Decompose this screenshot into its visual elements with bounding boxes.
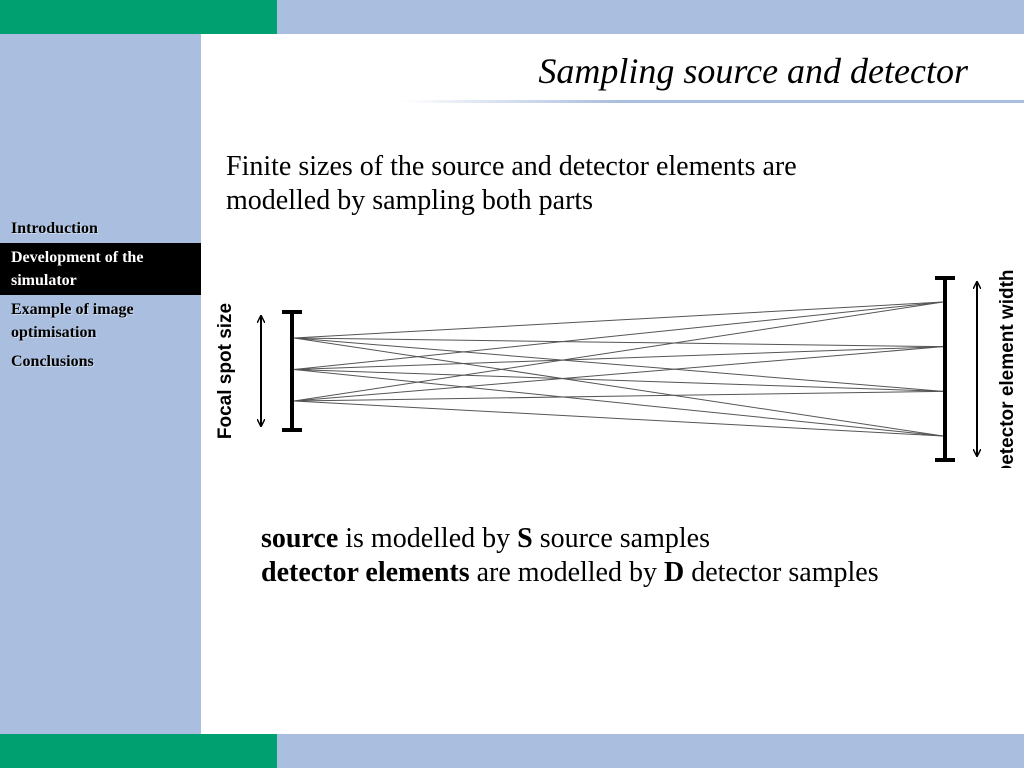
slide-title: Sampling source and detector — [538, 51, 968, 91]
ray-line — [293, 400, 944, 437]
sampling-diagram: Focal spot size Detector element width — [215, 269, 1018, 468]
caption-source: source is modelled by S source samples — [261, 522, 1021, 556]
bottom-band — [0, 734, 1024, 768]
detector-width-label: Detector element width — [997, 269, 1018, 468]
intro-line-2: modelled by sampling both parts — [226, 185, 594, 216]
nav-item-introduction[interactable]: Introduction — [11, 220, 98, 237]
captions: source is modelled by S source samples d… — [261, 522, 1021, 590]
caption-detector-text-b: detector samples — [684, 557, 879, 588]
sidebar: Introduction Development of the simulato… — [0, 34, 201, 734]
bottom-band-green — [0, 734, 277, 768]
caption-source-text-b: source samples — [532, 523, 710, 554]
ray-line — [293, 369, 944, 392]
ray-line — [293, 301, 944, 339]
ray-line — [293, 346, 944, 370]
ray-line — [293, 390, 944, 402]
nav-item-development[interactable]: Development of the simulator — [0, 243, 201, 295]
ray-line — [293, 337, 944, 348]
ray-line — [293, 346, 944, 402]
intro-line-1: Finite sizes of the source and detector … — [226, 151, 797, 182]
caption-source-var: S — [517, 523, 533, 554]
source-bar — [282, 310, 302, 432]
caption-detector: detector elements are modelled by D dete… — [261, 556, 1021, 590]
ray-line — [293, 301, 944, 370]
top-band — [0, 0, 1024, 34]
caption-detector-term: detector elements — [261, 557, 470, 588]
nav-item-conclusions[interactable]: Conclusions — [11, 353, 94, 370]
title-rule — [400, 100, 1024, 103]
caption-source-text-a: is modelled by — [338, 523, 518, 554]
ray-line — [293, 369, 944, 437]
ray-line — [293, 337, 944, 392]
focal-spot-label: Focal spot size — [215, 303, 236, 439]
detector-bar — [935, 276, 955, 462]
ray-lines — [293, 301, 944, 437]
nav-list: Introduction Development of the simulato… — [0, 214, 201, 376]
bottom-band-blue — [277, 734, 1024, 768]
nav-item-example[interactable]: Example of image optimisation — [11, 301, 134, 341]
ray-line — [293, 337, 944, 437]
ray-line — [293, 301, 944, 402]
caption-source-term: source — [261, 523, 339, 554]
caption-detector-text-a: are modelled by — [469, 557, 664, 588]
caption-detector-var: D — [663, 557, 685, 588]
intro-text: Finite sizes of the source and detector … — [226, 150, 986, 218]
top-band-blue — [277, 0, 1024, 34]
top-band-green — [0, 0, 277, 34]
